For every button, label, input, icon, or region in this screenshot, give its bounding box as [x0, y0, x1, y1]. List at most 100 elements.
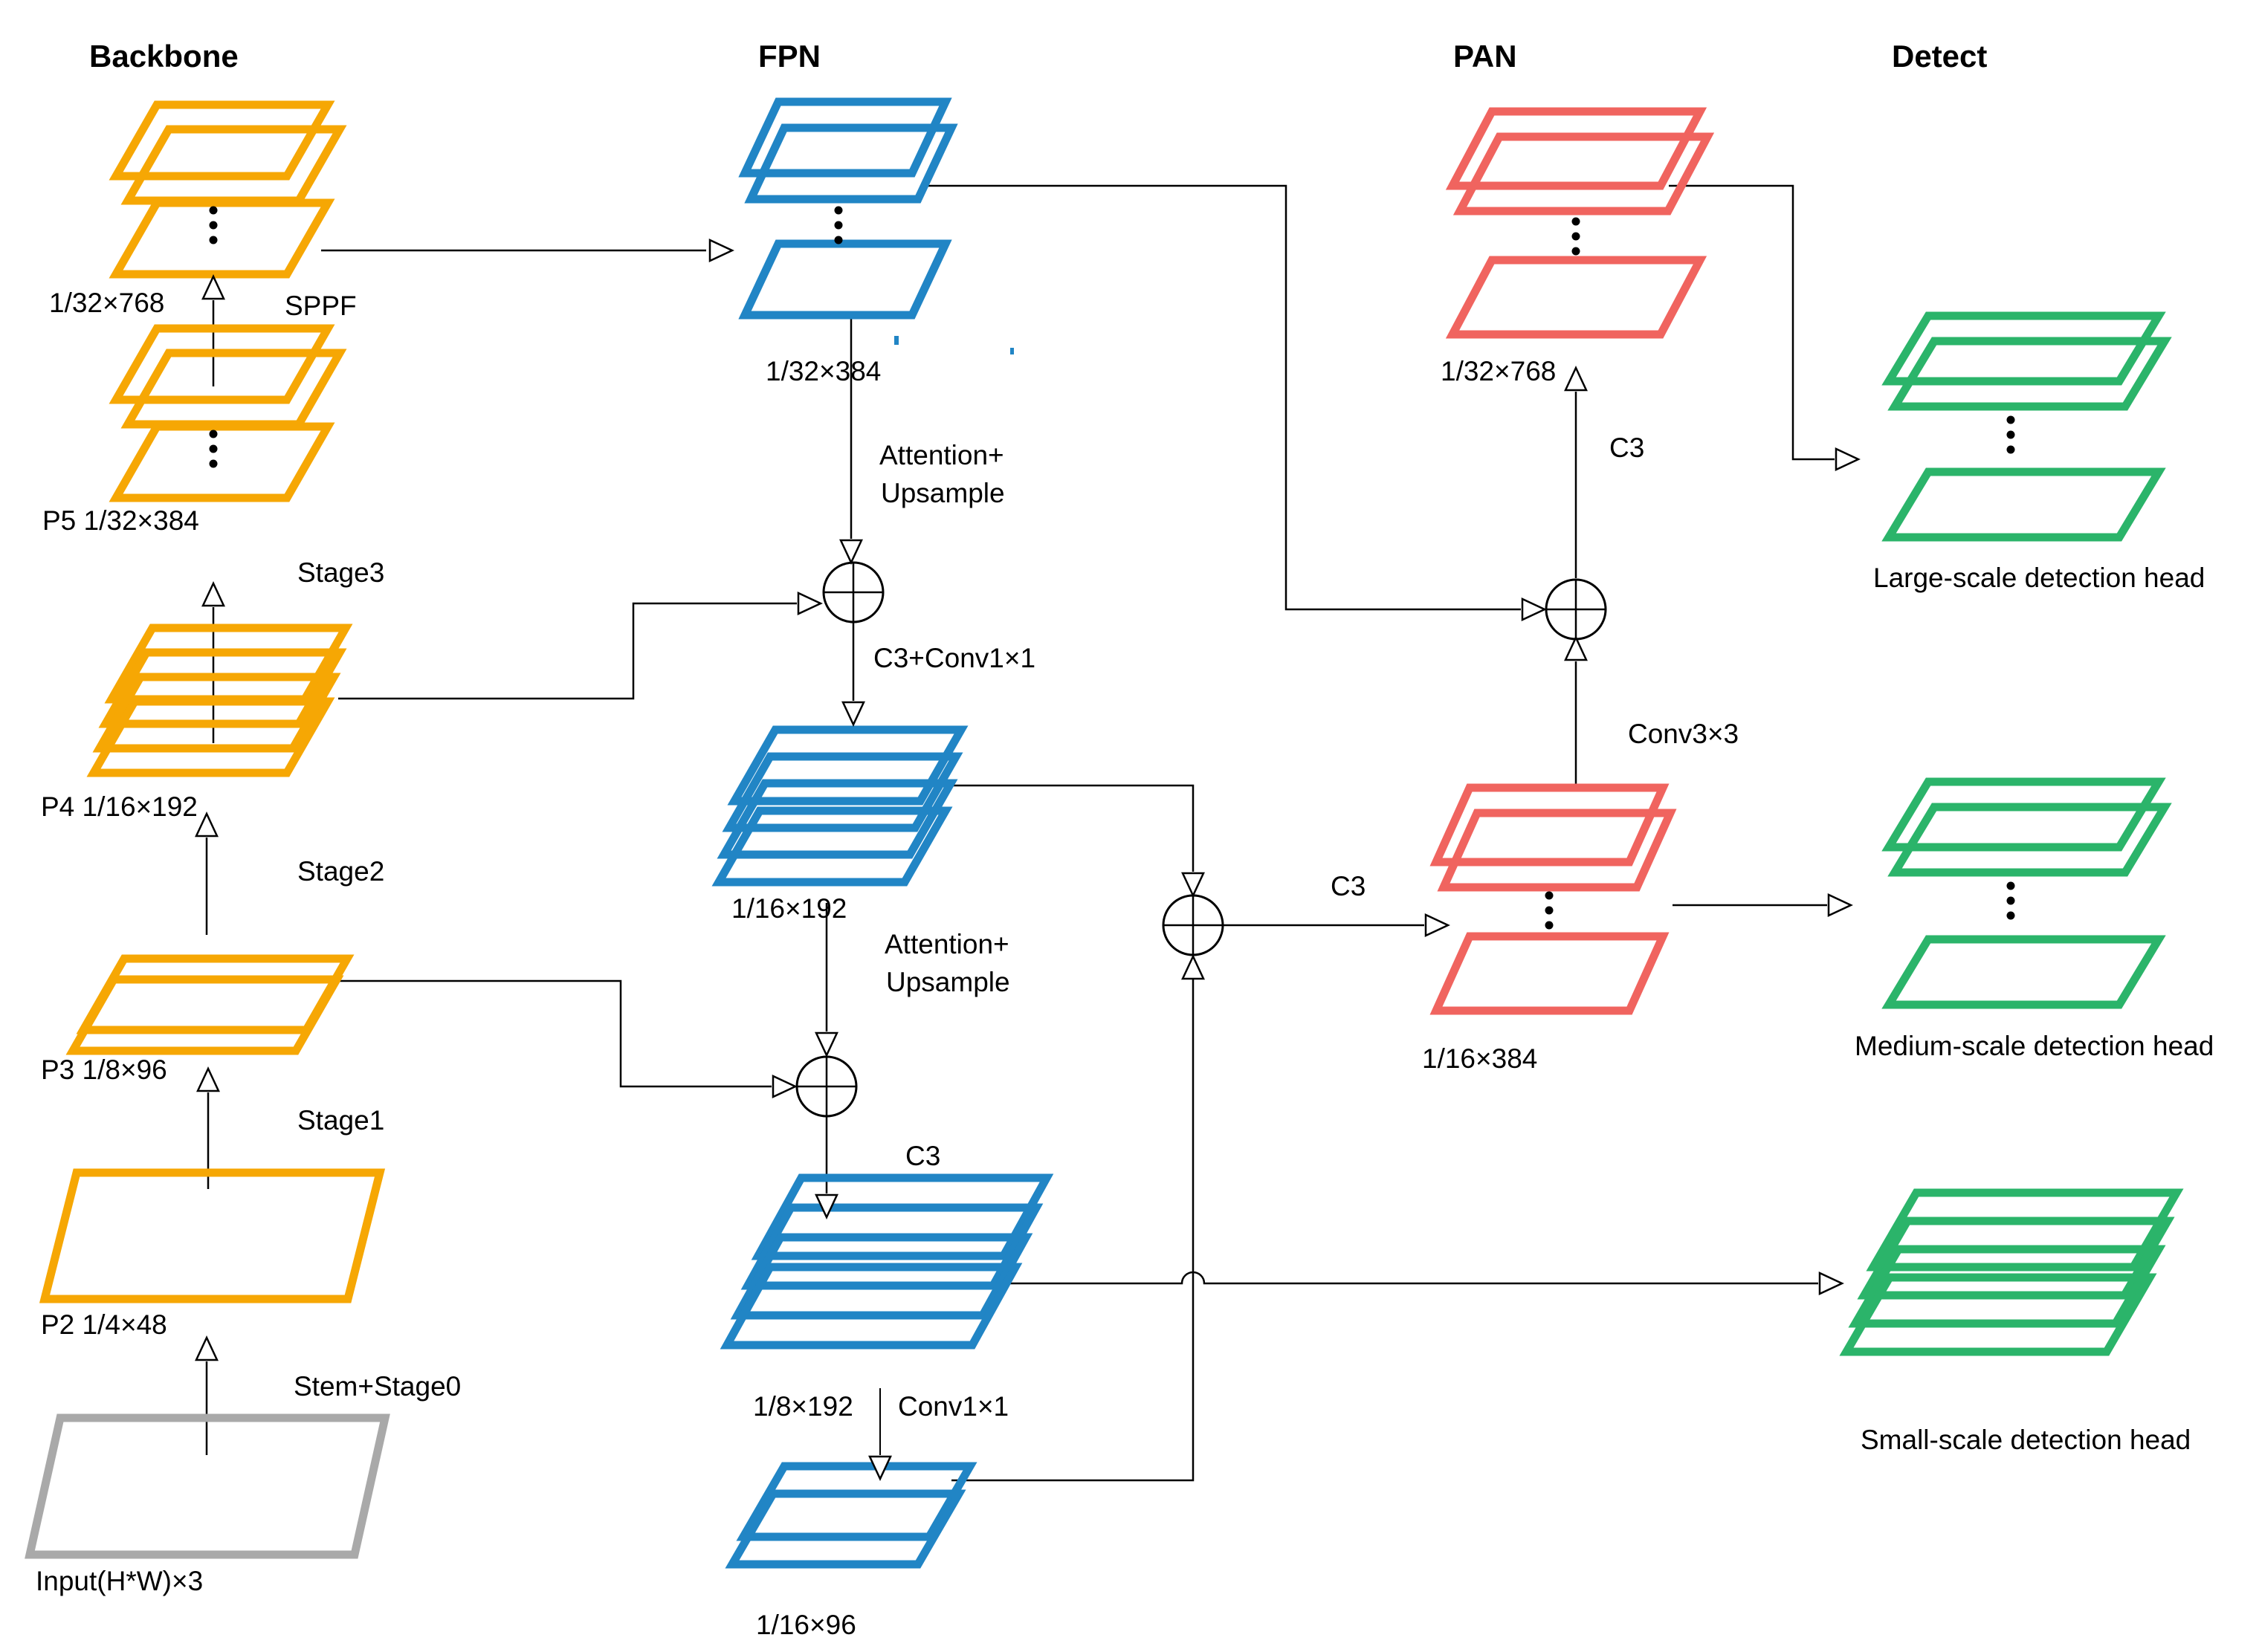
ellipsis-dot	[209, 206, 218, 215]
arrowhead-right	[1827, 893, 1853, 917]
detect-stack-medium	[1881, 777, 2172, 1009]
arrowhead-down	[815, 1193, 838, 1219]
backbone-stack-p5-layer	[109, 422, 335, 502]
arrowhead-right	[708, 239, 734, 262]
backbone-stack-p4-layer	[92, 673, 341, 753]
ellipsis-dot	[1571, 247, 1580, 256]
backbone-stack-p4-layer	[86, 697, 335, 777]
arrowhead-down	[839, 539, 863, 565]
pan-stack-1-32-layer	[1452, 132, 1715, 216]
ellipsis-dot	[834, 236, 843, 244]
flow-line	[1669, 184, 1835, 461]
detect-stack-small-layer	[1848, 1245, 2166, 1328]
label-conv3x3: Conv3×3	[1628, 719, 1739, 749]
detect-stack-medium-layer	[1881, 935, 2166, 1009]
label-c3-conv1x1: C3+Conv1×1	[873, 643, 1035, 673]
ellipsis-dot	[2006, 896, 2015, 905]
backbone-stack-p2	[39, 1168, 386, 1303]
label-large-head: Large-scale detection head	[1873, 563, 2205, 593]
ellipsis-dot	[1545, 906, 1554, 915]
arrowhead-right	[1835, 447, 1861, 471]
stray-marks	[894, 336, 1014, 354]
arrowhead-down	[868, 1455, 892, 1481]
label-p4: P4 1/16×192	[41, 791, 198, 822]
pan-stack-1-16-layer	[1429, 783, 1670, 867]
fpn-stack-1-16	[711, 725, 969, 887]
arrowhead-up	[195, 1335, 219, 1361]
ellipsis-dot	[209, 430, 218, 438]
label-backbone-1-32x768: 1/32×768	[49, 288, 164, 318]
add-node	[822, 561, 885, 623]
fpn-stack-1-32-layer	[738, 97, 952, 178]
label-pan-c3: C3	[1609, 433, 1644, 463]
detect-stack-large-layer	[1881, 467, 2166, 542]
flow-line	[338, 979, 772, 1088]
ellipsis-dot	[834, 206, 843, 215]
arrowhead-down	[1181, 872, 1205, 898]
label-fpn-1-16x192: 1/16×192	[731, 893, 847, 924]
backbone-stack-p3-layer	[76, 954, 355, 1034]
label-p5: P5 1/32×384	[42, 505, 199, 536]
label-fpn-1-8x192: 1/8×192	[753, 1391, 853, 1422]
label-p2: P2 1/4×48	[41, 1309, 167, 1340]
stray-mark	[1010, 348, 1014, 354]
ellipsis-dot	[2006, 911, 2015, 920]
arrowhead-up	[195, 812, 219, 838]
pan-stack-1-32-layer	[1445, 107, 1707, 190]
arrowhead-right	[1521, 597, 1547, 621]
arrowhead-up	[201, 274, 225, 300]
label-sppf: SPPF	[285, 291, 357, 321]
arrowhead-down	[815, 1031, 838, 1057]
label-attention2: Attention+	[885, 929, 1009, 959]
backbone-stack-top-layer	[109, 100, 335, 181]
label-stage2: Stage2	[297, 856, 384, 887]
fpn-stack-1-32-layer	[738, 239, 952, 320]
detect-stack-small-layer	[1839, 1273, 2157, 1356]
feature-map-stacks	[25, 97, 2184, 1569]
fpn-stack-1-16b	[725, 1462, 977, 1569]
detect-stack-small-layer	[1857, 1217, 2175, 1300]
ellipsis-dot	[209, 236, 218, 244]
detect-stack-medium-layer	[1887, 803, 2172, 877]
ellipsis-dot	[209, 221, 218, 230]
ellipsis-dot	[2006, 881, 2015, 890]
arrowhead-up	[1181, 954, 1205, 980]
backbone-stack-p2-layer	[39, 1168, 386, 1303]
add-node	[795, 1055, 858, 1118]
detect-stack-large-layer	[1881, 311, 2166, 386]
arrowhead-right	[772, 1075, 798, 1098]
ellipsis-dot	[2006, 445, 2015, 454]
backbone-stack-p5	[109, 324, 347, 502]
add-node	[1545, 578, 1607, 641]
arrowhead-down	[841, 701, 865, 727]
label-stem-stage0: Stem+Stage0	[294, 1371, 461, 1402]
ellipsis-dot	[834, 221, 843, 230]
label-fpn-1-16x96: 1/16×96	[756, 1610, 856, 1640]
flow-line	[338, 602, 797, 700]
label-fpn-c3: C3	[905, 1141, 940, 1171]
backbone-stack-p3-layer	[65, 975, 344, 1055]
fpn-stack-1-16-layer	[711, 806, 953, 887]
label-mid-c3: C3	[1331, 871, 1366, 901]
arrowhead-right	[1818, 1272, 1844, 1295]
ellipsis-dot	[1545, 891, 1554, 900]
backbone-stack-p4-layer	[104, 623, 353, 704]
label-p3: P3 1/8×96	[41, 1055, 167, 1085]
flow-line	[929, 784, 1195, 872]
label-upsample1: Upsample	[881, 478, 1005, 508]
label-attention1: Attention+	[879, 440, 1004, 470]
label-pan-1-16x384: 1/16×384	[1422, 1043, 1537, 1074]
fpn-stack-1-32-layer	[744, 123, 958, 204]
backbone-stack-p4	[86, 623, 353, 777]
ellipsis-dot	[2006, 415, 2015, 424]
backbone-stack-top	[109, 100, 347, 279]
arrowheads	[195, 239, 1861, 1481]
ellipsis-dot	[1571, 217, 1580, 226]
label-fpn-1-32x384: 1/32×384	[766, 356, 881, 386]
ellipsis-dot	[2006, 430, 2015, 439]
label-stage1: Stage1	[297, 1105, 384, 1136]
detect-stack-small	[1839, 1188, 2184, 1356]
pan-stack-1-32	[1445, 107, 1715, 339]
stray-mark	[894, 336, 899, 345]
flow-lines	[205, 184, 1835, 1482]
